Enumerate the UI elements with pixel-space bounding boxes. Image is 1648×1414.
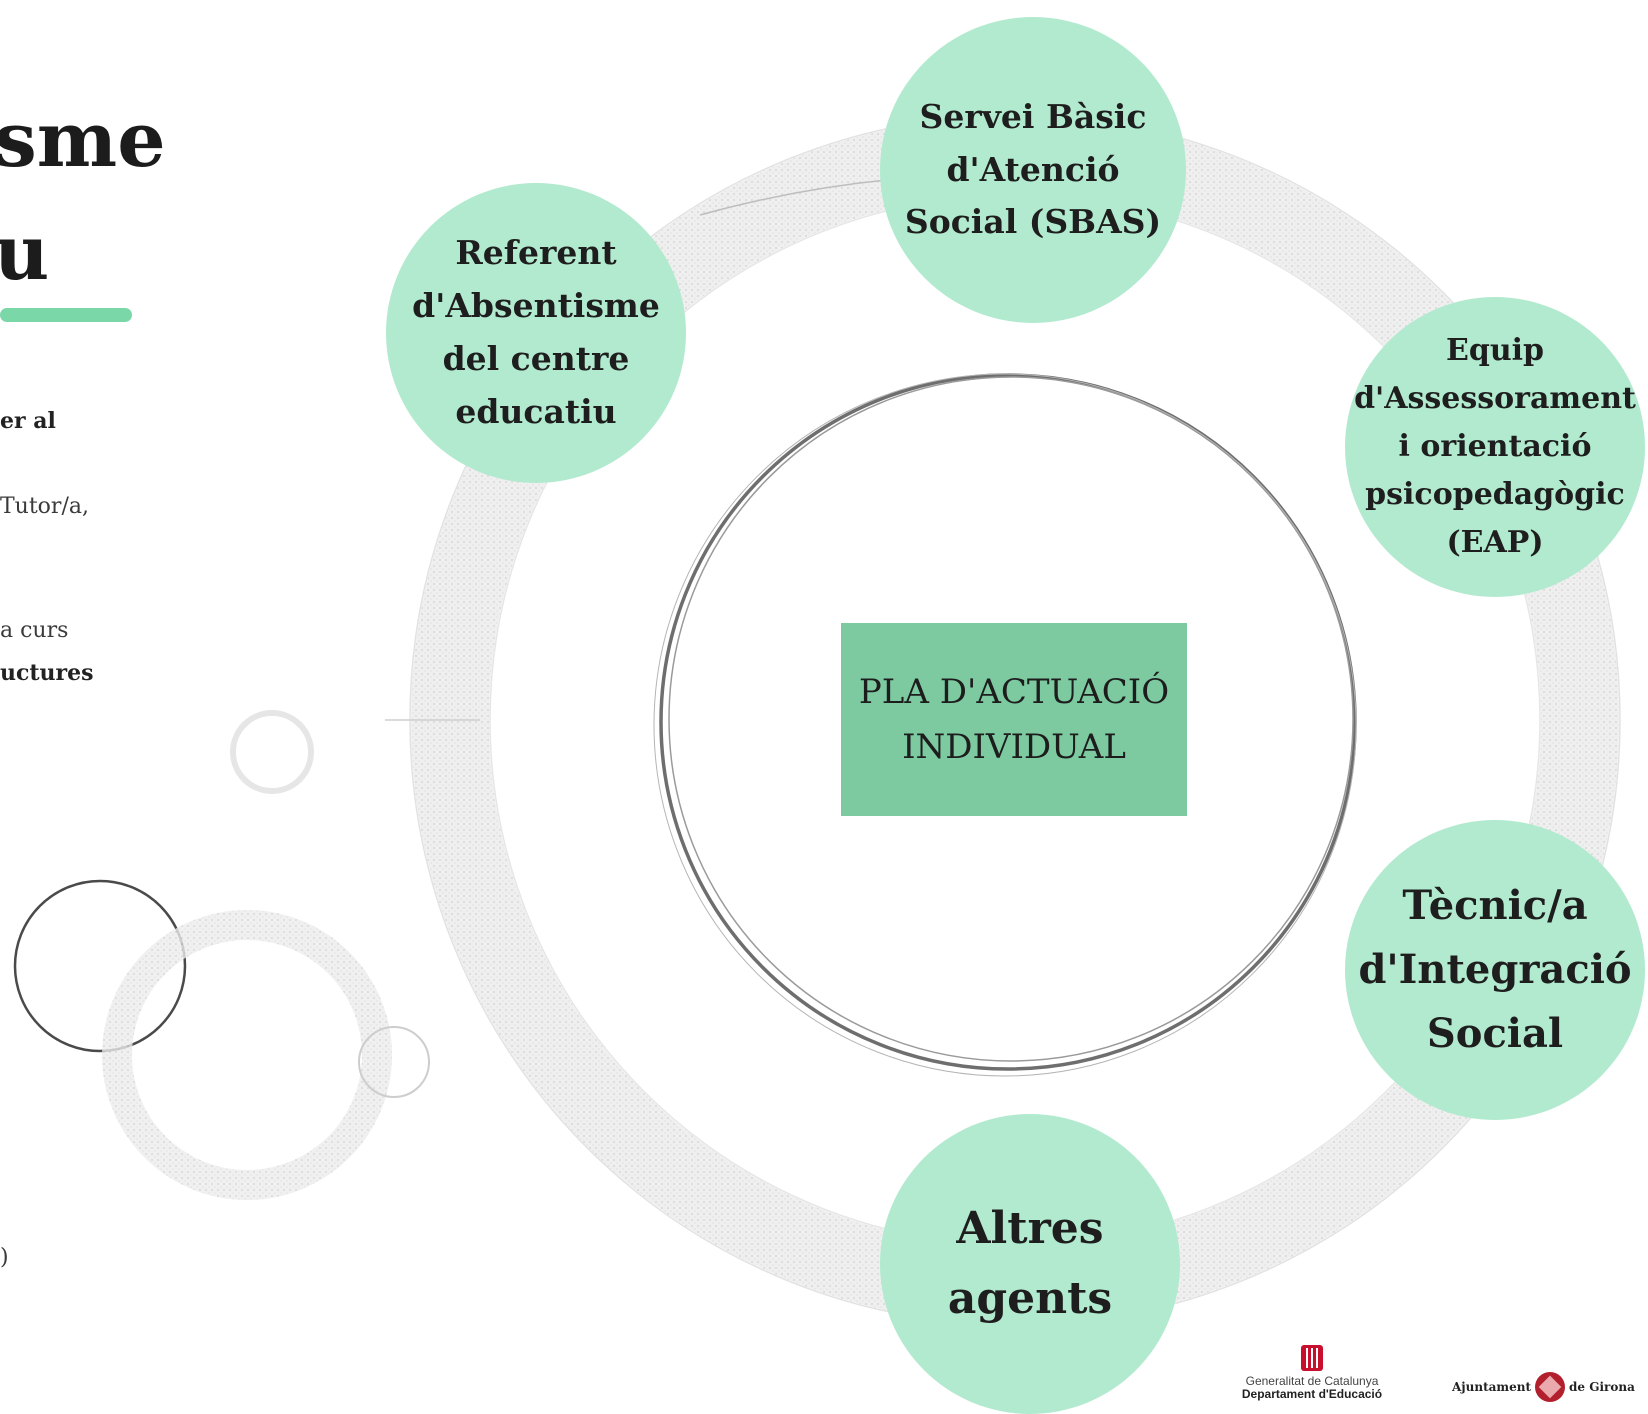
node-tecnic-integracio: Tècnic/a d'Integració Social	[1345, 820, 1645, 1120]
girona-right-text: de Girona	[1569, 1380, 1635, 1394]
deco-circle-small	[230, 710, 314, 794]
node-tecnic-line: Social	[1426, 1010, 1564, 1057]
node-eap-line: (EAP)	[1446, 525, 1544, 560]
node-sbas-line: Servei Bàsic	[919, 96, 1147, 136]
node-altres-line: agents	[947, 1273, 1113, 1324]
center-label-line1: PLA D'ACTUACIÓ	[858, 672, 1170, 713]
node-referent-line: del centre	[442, 339, 630, 378]
node-sbas-line: d'Atenció	[946, 149, 1120, 189]
node-eap-line: Equip	[1445, 333, 1545, 368]
generalitat-line2: Departament d'Educació	[1241, 1386, 1383, 1401]
text-fragment-1: er al	[0, 408, 56, 434]
deco-ring-gray	[102, 910, 392, 1200]
generalitat-line1: Generalitat de Catalunya	[1245, 1374, 1379, 1388]
node-eap-line: psicopedagògic	[1365, 477, 1625, 512]
text-fragment-3: a curs	[0, 618, 69, 643]
node-eap: Equip d'Assessorament i orientació psico…	[1345, 297, 1645, 597]
node-altres-agents: Altres agents	[880, 1114, 1180, 1414]
node-altres-line: Altres	[956, 1202, 1104, 1254]
deco-circle-mid	[358, 1026, 430, 1098]
girona-emblem-icon	[1535, 1372, 1566, 1402]
node-referent-line: educatiu	[455, 391, 617, 431]
node-eap-line: i orientació	[1398, 429, 1592, 464]
deco-circle-dark	[13, 879, 187, 1053]
node-sbas: Servei Bàsic d'Atenció Social (SBAS)	[880, 17, 1186, 323]
node-referent-absentisme: Referent d'Absentisme del centre educati…	[386, 183, 686, 483]
ajuntament-girona-logo: Ajuntament de Girona	[1452, 1372, 1635, 1402]
center-plan-box: PLA D'ACTUACIÓ INDIVIDUAL	[841, 623, 1187, 816]
title-fragment-2: u	[0, 208, 50, 297]
node-eap-line: d'Assessorament	[1354, 381, 1636, 416]
title-fragment-1: sme	[0, 95, 166, 184]
node-sbas-line: Social (SBAS)	[904, 202, 1162, 242]
generalitat-logo: Generalitat de Catalunya Departament d'E…	[1222, 1345, 1402, 1400]
node-referent-line: Referent	[455, 233, 617, 273]
title-underline	[0, 308, 132, 322]
text-fragment-4: uctures	[0, 660, 94, 686]
generalitat-emblem-icon	[1301, 1345, 1323, 1371]
text-fragment-5: )	[0, 1245, 9, 1270]
text-fragment-2: Tutor/a,	[0, 494, 89, 519]
node-tecnic-line: Tècnic/a	[1402, 882, 1588, 929]
node-referent-line: d'Absentisme	[412, 286, 660, 326]
node-tecnic-line: d'Integració	[1358, 946, 1632, 993]
girona-left-text: Ajuntament	[1452, 1380, 1532, 1394]
center-label-line2: INDIVIDUAL	[902, 726, 1126, 767]
inner-circle-sketch	[668, 376, 1354, 1062]
